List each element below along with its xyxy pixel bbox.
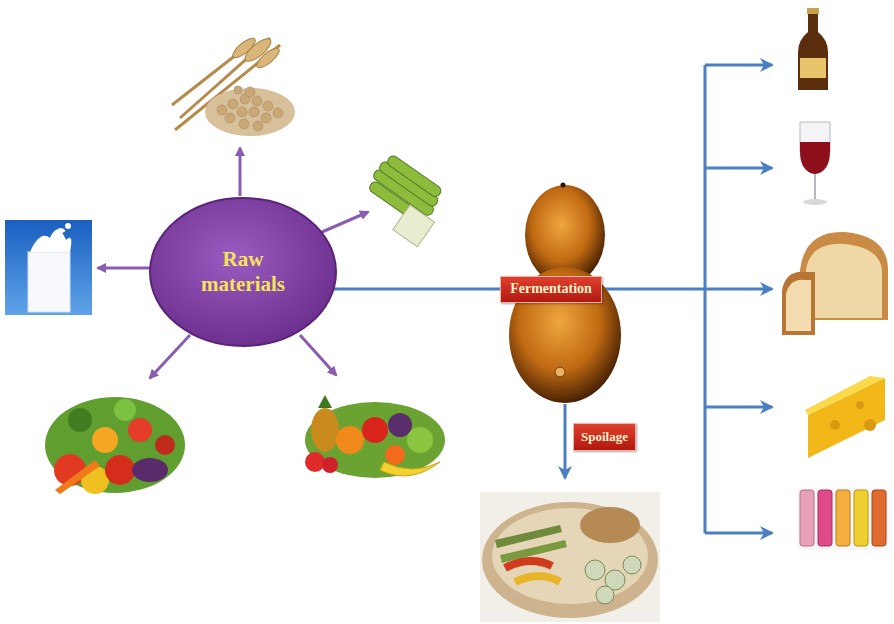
spoiled-food-picture — [480, 492, 660, 622]
branch-arrow — [705, 532, 772, 535]
asparagus-picture — [368, 154, 443, 247]
spoke — [98, 267, 150, 270]
spoke — [239, 148, 242, 196]
cheese-picture — [805, 376, 885, 458]
vegetables-picture — [45, 397, 185, 494]
vials-picture — [797, 488, 889, 550]
branch-arrow — [705, 64, 772, 67]
wine-picture — [800, 122, 830, 205]
spoke — [150, 335, 190, 378]
connector — [334, 288, 500, 291]
branch-arrow — [705, 167, 772, 170]
bread-picture — [782, 232, 888, 335]
process-box: Fermentation — [500, 276, 602, 303]
fruits-picture — [305, 395, 445, 478]
branch-arrow — [705, 406, 772, 409]
yeast-cell-picture — [509, 183, 621, 404]
spoke — [300, 335, 336, 375]
node-text: Spoilage — [581, 429, 628, 445]
branch-arrow — [705, 288, 772, 291]
label-box: Spoilage — [573, 423, 636, 451]
spoilage-arrow — [564, 404, 567, 478]
spoke — [322, 212, 368, 232]
beer-picture — [798, 8, 828, 90]
node-text: Fermentation — [510, 281, 592, 298]
branch-line — [704, 65, 707, 533]
node-text: Raw materials — [188, 247, 298, 297]
raw-materials-ellipse: Raw materials — [148, 196, 338, 348]
grain-picture — [172, 35, 295, 136]
milk-picture — [5, 220, 92, 315]
